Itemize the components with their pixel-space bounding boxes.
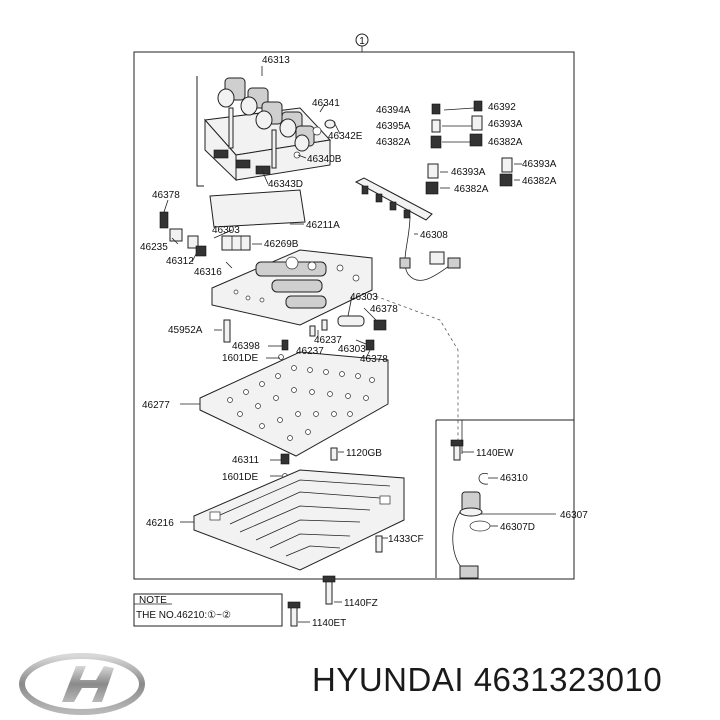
label-46392: 46392 bbox=[488, 102, 516, 113]
wire-harness bbox=[354, 177, 461, 281]
label-46394a: 46394A bbox=[376, 105, 411, 116]
label-1140et: 1140ET bbox=[312, 618, 346, 629]
separator-plate-small bbox=[209, 189, 306, 228]
solenoid-block bbox=[203, 77, 332, 182]
label-45952a: 45952A bbox=[168, 325, 203, 336]
label-46395a: 46395A bbox=[376, 121, 411, 132]
label-1120gb: 1120GB bbox=[346, 448, 382, 459]
label-46378-3: 46378 bbox=[360, 354, 388, 365]
label-46277: 46277 bbox=[142, 400, 170, 411]
label-46211a: 46211A bbox=[306, 220, 340, 231]
label-46237-2: 46237 bbox=[296, 346, 324, 357]
label-46393a-2: 46393A bbox=[451, 167, 486, 178]
label-46303-1: 46303 bbox=[212, 225, 240, 236]
label-1140ew: 1140EW bbox=[476, 448, 514, 459]
label-1601de-1: 1601DE bbox=[222, 353, 258, 364]
label-1601de-2: 1601DE bbox=[222, 472, 258, 483]
note-title: NOTE bbox=[139, 595, 167, 606]
hyundai-logo bbox=[19, 653, 145, 715]
label-46393a-1: 46393A bbox=[488, 119, 523, 130]
label-46311: 46311 bbox=[232, 455, 260, 466]
label-46378-1: 46378 bbox=[152, 190, 180, 201]
label-46216: 46216 bbox=[146, 518, 174, 529]
label-1140fz: 1140FZ bbox=[344, 598, 378, 609]
note-box: NOTE THE NO.46210:①~② bbox=[133, 593, 283, 627]
label-46398: 46398 bbox=[232, 341, 260, 352]
label-46307d: 46307D bbox=[500, 522, 535, 533]
label-46307: 46307 bbox=[560, 510, 588, 521]
label-46382a-4: 46382A bbox=[522, 176, 557, 187]
label-46237-1: 46237 bbox=[314, 335, 342, 346]
temperature-sensor bbox=[452, 472, 491, 579]
assembly-number: 1 bbox=[359, 36, 365, 47]
label-46393a-3: 46393A bbox=[522, 159, 557, 170]
label-46303-3: 46303 bbox=[338, 344, 366, 355]
lower-valve-body bbox=[193, 469, 405, 571]
part-number: 4631323010 bbox=[473, 661, 663, 698]
label-46312: 46312 bbox=[166, 256, 194, 267]
leader-lines bbox=[163, 66, 556, 623]
label-46310: 46310 bbox=[500, 473, 528, 484]
assembly-frame bbox=[133, 51, 575, 580]
label-46235: 46235 bbox=[140, 242, 168, 253]
upper-valve-body bbox=[211, 249, 373, 326]
label-46378-2: 46378 bbox=[370, 304, 398, 315]
separator-plate bbox=[199, 351, 389, 457]
part-labels: 46313 46341 46342E 46340B 46343D 46394A … bbox=[140, 55, 588, 629]
label-1433cf: 1433CF bbox=[388, 534, 424, 545]
label-46343d: 46343D bbox=[268, 179, 303, 190]
label-46342e: 46342E bbox=[328, 131, 363, 142]
label-46382a-2: 46382A bbox=[488, 137, 523, 148]
label-46303-2: 46303 bbox=[350, 292, 378, 303]
label-46316: 46316 bbox=[194, 267, 222, 278]
label-46341: 46341 bbox=[312, 98, 340, 109]
label-46382a-1: 46382A bbox=[376, 137, 411, 148]
note-text: THE NO.46210:①~② bbox=[136, 610, 231, 621]
label-46313: 46313 bbox=[262, 55, 290, 66]
footer-title: HYUNDAI 4631323010 bbox=[312, 661, 712, 699]
label-46340b: 46340B bbox=[307, 154, 342, 165]
label-46308: 46308 bbox=[420, 230, 448, 241]
brand-name: HYUNDAI bbox=[312, 661, 465, 698]
label-46269b: 46269B bbox=[264, 239, 299, 250]
label-46382a-3: 46382A bbox=[454, 184, 489, 195]
